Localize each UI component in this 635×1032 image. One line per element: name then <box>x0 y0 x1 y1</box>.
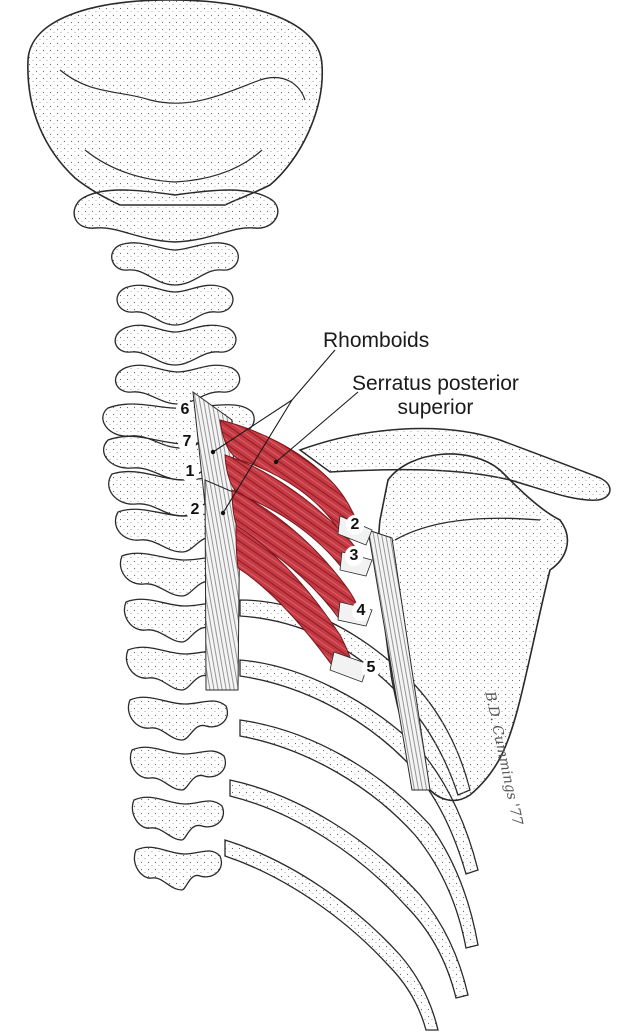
serratus-posterior-superior <box>219 419 366 677</box>
cervical-spine <box>111 242 241 405</box>
rib-number-2: 2 <box>346 515 364 535</box>
scapula <box>377 453 569 802</box>
label-serratus-line2: superior <box>397 396 474 419</box>
rib-number-3: 3 <box>345 546 363 566</box>
leader-lines <box>212 349 359 514</box>
vertebra-number-t1: 1 <box>181 462 199 482</box>
atlas-vertebra <box>73 189 279 243</box>
vertebra-number-t2: 2 <box>186 500 204 520</box>
vertebra-number-c6: 6 <box>176 400 194 420</box>
rib-number-5: 5 <box>362 658 380 678</box>
label-rhomboids: Rhomboids <box>323 329 430 352</box>
rib-number-4: 4 <box>352 601 370 621</box>
scapular-attachment <box>367 529 431 791</box>
serratus-point <box>273 459 279 465</box>
vertebra-number-c7: 7 <box>178 432 196 452</box>
rhomboid-minor-point <box>210 449 216 455</box>
label-serratus-posterior-superior: Serratus posterior superior <box>352 372 519 420</box>
label-serratus-line1: Serratus posterior <box>352 372 519 395</box>
aponeurosis-lower <box>204 479 241 691</box>
rhomboid-major-point <box>220 510 226 516</box>
skull <box>27 0 323 206</box>
